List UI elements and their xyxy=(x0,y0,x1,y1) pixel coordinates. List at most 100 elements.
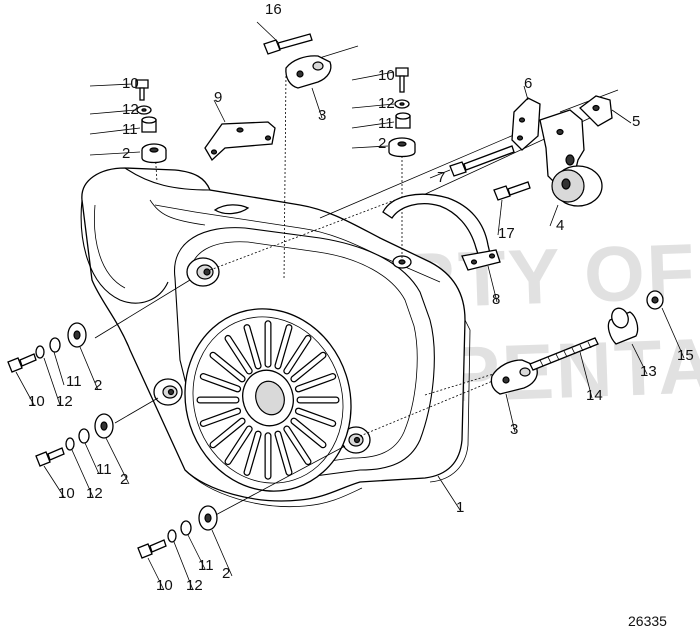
callout-label: 8 xyxy=(492,291,500,308)
clamp-3-lower xyxy=(490,359,538,395)
callout-label: 13 xyxy=(640,363,657,380)
mount-stack-left-upper xyxy=(7,322,87,373)
grille-slot-inner xyxy=(284,336,311,374)
callout-label: 5 xyxy=(632,113,640,130)
grille-slot-inner xyxy=(275,431,292,475)
callout-label: 12 xyxy=(86,485,103,502)
callout-leader xyxy=(53,351,65,386)
callout-label: 10 xyxy=(378,67,395,84)
grille-slot-inner xyxy=(244,325,261,369)
tensioner-4 xyxy=(539,109,603,207)
grille-slot-inner xyxy=(296,374,335,392)
callout-label: 12 xyxy=(56,393,73,410)
callout-label: 9 xyxy=(214,89,222,106)
callout-leader xyxy=(79,346,99,391)
bolt-7 xyxy=(449,145,515,177)
callout-label: 15 xyxy=(677,347,694,364)
housing-mount-boss-lower xyxy=(341,426,371,454)
callout-label: 11 xyxy=(198,557,214,574)
callout-leader xyxy=(351,71,395,81)
mount-stack-left-middle xyxy=(35,413,114,467)
callout-label: 12 xyxy=(122,101,139,118)
callout-label: 1 xyxy=(456,499,464,516)
callout-label: 3 xyxy=(510,421,518,438)
grille-slot-inner xyxy=(284,426,311,464)
nut-15 xyxy=(646,290,664,310)
callout-leader xyxy=(89,109,137,115)
callout-label: 10 xyxy=(58,485,75,502)
callout-label: 10 xyxy=(122,75,139,92)
grille-slot-inner xyxy=(225,426,252,464)
callout-leader xyxy=(43,357,61,406)
housing-mount-boss-upper xyxy=(186,257,220,287)
callout-leader xyxy=(661,307,685,359)
callout-leader xyxy=(213,99,226,123)
callout-leader xyxy=(351,145,389,149)
grille-slot-inner xyxy=(291,418,326,448)
callout-leader xyxy=(311,87,323,119)
callout-leader xyxy=(71,449,94,498)
mount-stack-left-lower xyxy=(137,505,218,559)
grille-slot-inner xyxy=(201,374,240,392)
callout-leader xyxy=(505,393,516,433)
housing-mount-boss-middle xyxy=(153,378,183,406)
callout-label: 14 xyxy=(586,387,603,404)
callout-leader xyxy=(437,475,461,511)
callout-leader xyxy=(89,127,141,135)
callout-label: 11 xyxy=(96,461,112,478)
callout-leader xyxy=(15,371,35,406)
callout-label: 10 xyxy=(28,393,45,410)
callout-leader xyxy=(611,109,632,124)
clamp-3-upper xyxy=(285,55,332,89)
callout-leader xyxy=(579,351,593,399)
callout-leader xyxy=(105,437,130,485)
callout-label: 6 xyxy=(524,75,532,92)
callout-label: 11 xyxy=(122,121,138,138)
grille-slot-inner xyxy=(201,408,240,426)
callout-leader xyxy=(497,199,503,236)
rubber-mount-2-upper-left xyxy=(141,143,167,164)
grille-slot-inner xyxy=(291,352,326,382)
bolt-10-upper-left xyxy=(135,79,149,101)
drawing-reference-number: 26335 xyxy=(628,613,667,629)
stud-14 xyxy=(529,337,599,371)
callout-label: 10 xyxy=(156,577,173,594)
callout-leader xyxy=(256,21,279,43)
callout-leader xyxy=(429,169,451,179)
assembly-lines xyxy=(94,45,619,519)
callout-label: 2 xyxy=(120,471,128,488)
callout-leader xyxy=(43,465,65,498)
callout-leader xyxy=(89,151,141,156)
bracket-9 xyxy=(204,121,276,162)
grille-slot-inner xyxy=(244,431,261,475)
bolt-17 xyxy=(493,181,531,201)
callout-leader xyxy=(351,121,395,129)
callout-label: 4 xyxy=(556,217,564,234)
grille-slot-inner xyxy=(275,325,292,369)
callout-leader xyxy=(549,204,559,227)
spacer-13 xyxy=(607,307,639,345)
strap-bracket-8 xyxy=(382,193,501,271)
callout-leader xyxy=(523,85,529,101)
callout-leader xyxy=(631,343,648,375)
rubber-mount-2-upper-middle xyxy=(388,137,416,158)
bracket-5 xyxy=(579,95,613,127)
spacer-11-upper-middle xyxy=(395,112,411,129)
callout-label: 12 xyxy=(186,577,203,594)
callout-label: 11 xyxy=(378,115,394,132)
washer-12-upper-middle xyxy=(394,99,410,109)
callout-label: 17 xyxy=(498,225,515,242)
callout-leader xyxy=(211,529,233,577)
spacer-11-upper-left xyxy=(141,116,157,133)
bolt-10-upper-middle xyxy=(395,67,409,93)
callout-leader xyxy=(89,83,133,87)
callout-label: 7 xyxy=(437,169,445,186)
callout-leader xyxy=(351,103,395,109)
callout-leader xyxy=(173,541,194,591)
grille-slot-inner xyxy=(210,418,245,448)
bolt-16 xyxy=(263,33,313,55)
callout-label: 2 xyxy=(222,565,230,582)
callout-leaders xyxy=(15,21,685,591)
